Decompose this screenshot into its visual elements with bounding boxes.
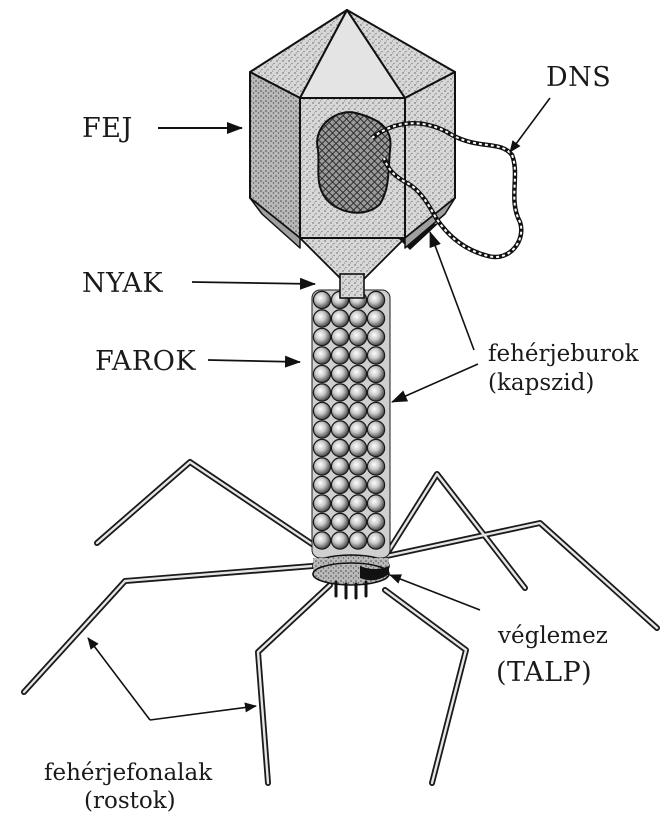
tail-bead xyxy=(331,495,348,512)
label-fibers-sub: (rostok) xyxy=(84,788,176,814)
tail-bead xyxy=(331,328,348,345)
tail-bead xyxy=(349,384,366,401)
tail-bead xyxy=(349,310,366,327)
tail-bead xyxy=(367,347,384,364)
tail-bead xyxy=(313,310,330,327)
tail-sheath xyxy=(312,290,390,558)
arrow-fiber-right xyxy=(150,706,256,720)
tail-bead xyxy=(313,402,330,419)
tail-bead xyxy=(313,291,330,308)
tail-bead xyxy=(313,421,330,438)
tail-bead xyxy=(367,476,384,493)
label-tail: FAROK xyxy=(95,346,196,377)
tail-bead xyxy=(349,402,366,419)
tail-bead xyxy=(313,532,330,549)
tail-bead xyxy=(349,495,366,512)
tail-bead xyxy=(349,513,366,530)
tail-bead xyxy=(331,365,348,382)
tail-bead xyxy=(331,310,348,327)
tail-bead xyxy=(349,476,366,493)
tail-bead xyxy=(367,532,384,549)
tail-bead xyxy=(367,328,384,345)
tail-bead xyxy=(367,365,384,382)
label-head: FEJ xyxy=(82,113,133,144)
tail-bead xyxy=(367,402,384,419)
label-capsid-sub: (kapszid) xyxy=(488,370,594,396)
label-dna: DNS xyxy=(546,62,611,93)
tail-bead xyxy=(331,439,348,456)
tail-bead xyxy=(367,291,384,308)
tail-bead xyxy=(331,532,348,549)
label-fibers: fehérjefonalak xyxy=(44,760,213,786)
tail-bead xyxy=(331,402,348,419)
tail-bead xyxy=(367,384,384,401)
tail-bead xyxy=(331,476,348,493)
tail-bead xyxy=(349,365,366,382)
arrow-neck xyxy=(192,282,315,284)
arrow-dna xyxy=(510,98,550,152)
tail-bead xyxy=(313,513,330,530)
tail-bead xyxy=(331,421,348,438)
tail-bead xyxy=(367,458,384,475)
tail-bead xyxy=(349,421,366,438)
tail-bead xyxy=(313,347,330,364)
arrow-capsid-lower xyxy=(392,364,478,402)
tail-bead xyxy=(367,495,384,512)
label-neck: NYAK xyxy=(82,268,163,299)
tail-bead xyxy=(331,513,348,530)
tail-bead xyxy=(313,328,330,345)
tail-bead xyxy=(313,458,330,475)
tail-bead xyxy=(349,347,366,364)
tail-bead xyxy=(313,495,330,512)
arrow-tail xyxy=(208,360,300,362)
tail-bead xyxy=(331,347,348,364)
tail-bead xyxy=(313,384,330,401)
tail-bead xyxy=(313,365,330,382)
tail-bead xyxy=(367,513,384,530)
arrow-fiber-left xyxy=(88,638,150,720)
tail-bead xyxy=(313,476,330,493)
tail-bead xyxy=(367,310,384,327)
tail-bead xyxy=(349,458,366,475)
tail-bead xyxy=(367,439,384,456)
label-baseplate-sub: (TALP) xyxy=(496,657,592,688)
label-baseplate: véglemez xyxy=(497,623,608,649)
tail-bead xyxy=(349,439,366,456)
tail-bead xyxy=(313,439,330,456)
tail-bead xyxy=(331,458,348,475)
tail-bead xyxy=(349,328,366,345)
tail-bead xyxy=(331,384,348,401)
tail-bead xyxy=(367,421,384,438)
tail-bead xyxy=(349,532,366,549)
label-capsid: fehérjeburok xyxy=(488,341,640,367)
